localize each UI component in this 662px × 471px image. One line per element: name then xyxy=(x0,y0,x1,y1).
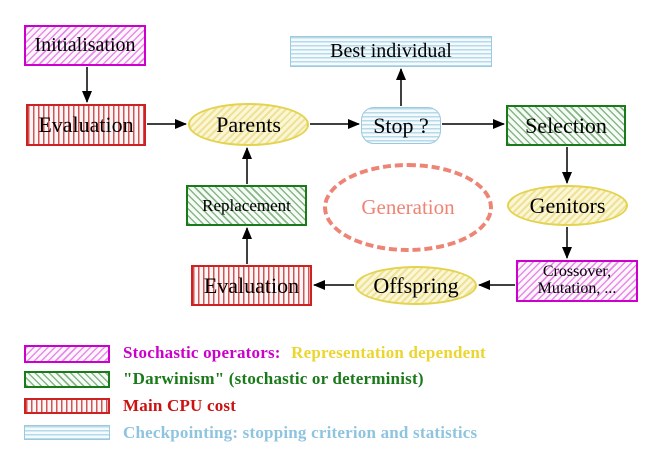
legend-line-stochastic-operators: Stochastic operators: Representation dep… xyxy=(123,343,486,363)
crossover-line1: Crossover, xyxy=(542,263,612,281)
node-evaluation-bottom: Evaluation xyxy=(191,265,312,306)
legend-label-representation-dependent: Representation dependent xyxy=(291,343,486,362)
legend-label-darwinism: "Darwinism" (stochastic or determinist) xyxy=(123,369,424,388)
legend-label-stochastic-operators: Stochastic operators: xyxy=(123,343,281,362)
node-replacement: Replacement xyxy=(186,185,307,226)
generation-dashed-ellipse: Generation xyxy=(323,163,493,252)
node-evaluation-top: Evaluation xyxy=(26,104,146,146)
node-crossover-mutation: Crossover, Mutation, ... xyxy=(516,260,638,302)
legend-label-main-cpu-cost: Main CPU cost xyxy=(123,396,237,415)
node-parents: Parents xyxy=(188,103,309,146)
legend-swatch-stochastic-operators xyxy=(24,345,110,363)
node-genitors: Genitors xyxy=(507,185,628,226)
legend-swatch-checkpointing xyxy=(24,425,110,440)
generation-label: Generation xyxy=(361,195,455,219)
node-initialisation: Initialisation xyxy=(24,25,146,66)
legend-swatch-darwinism xyxy=(24,371,110,388)
node-best-individual: Best individual xyxy=(290,36,492,67)
legend-swatch-main-cpu-cost xyxy=(24,398,110,414)
node-selection: Selection xyxy=(506,105,626,146)
legend-label-checkpointing: Checkpointing: stopping criterion and st… xyxy=(123,423,478,442)
node-stop: Stop ? xyxy=(361,107,441,144)
crossover-line2: Mutation, ... xyxy=(537,280,617,297)
node-offspring: Offspring xyxy=(355,266,477,305)
